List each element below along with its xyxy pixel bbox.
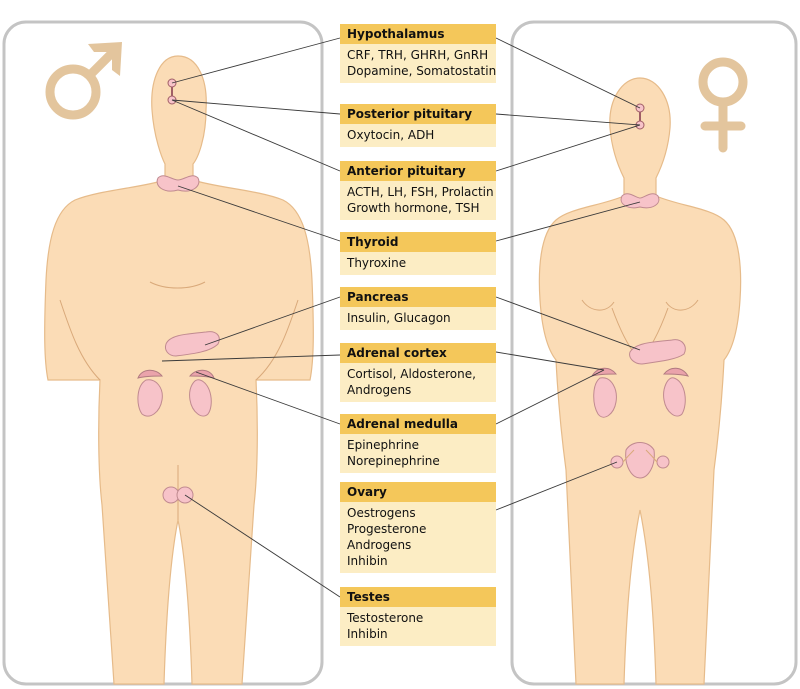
anterior-pituitary-hormones-line: ACTH, LH, FSH, Prolactin [347,185,494,199]
hypothalamus-title: Hypothalamus [340,24,496,44]
pancreas-title: Pancreas [340,287,496,307]
male-leader-lines [161,37,341,598]
pancreas-box: Pancreas Insulin, Glucagon [340,287,496,330]
adrenal-medulla-hormones-line: Norepinephrine [347,454,440,468]
adrenal-cortex-hormones-line: Androgens [347,383,412,397]
male-thyroid [156,175,200,192]
adrenal-cortex-box: Adrenal cortex Cortisol, Aldosterone, An… [340,343,496,402]
anterior-pituitary-hormones-line: Growth hormone, TSH [347,201,480,215]
female-pancreas [629,339,686,365]
female-kidney-left [593,377,617,418]
female-body [538,77,742,685]
ovary-hormones-line: Androgens [347,538,412,552]
female-adrenal-left [590,367,618,377]
ovary-box: Ovary Oestrogens Progesterone Androgens … [340,482,496,573]
male-adrenal-left [137,369,164,379]
adrenal-cortex-hormones-line: Cortisol, Aldosterone, [347,367,476,381]
testes-box: Testes Testosterone Inhibin [340,587,496,646]
female-kidney-right [663,377,686,417]
testes-title: Testes [340,587,496,607]
testes-hormones-line: Testosterone [347,611,424,625]
ovary-hormones-line: Progesterone [347,522,427,536]
hypothalamus-hormones-line: Dopamine, Somatostatin [347,64,497,78]
hypothalamus-box: Hypothalamus CRF, TRH, GHRH, GnRH Dopami… [340,24,496,83]
adrenal-medulla-box: Adrenal medulla Epinephrine Norepinephri… [340,414,496,473]
anterior-pituitary-title: Anterior pituitary [340,161,496,181]
testes-hormones-line: Inhibin [347,627,388,641]
ovary-hormones-line: Oestrogens [347,506,416,520]
anterior-pituitary-box: Anterior pituitary ACTH, LH, FSH, Prolac… [340,161,496,220]
posterior-pituitary-title: Posterior pituitary [340,104,496,124]
hypothalamus-hormones-line: CRF, TRH, GHRH, GnRH [347,48,489,62]
female-symbol-icon [698,57,748,153]
thyroid-title: Thyroid [340,232,496,252]
ovary-title: Ovary [340,482,496,502]
adrenal-cortex-title: Adrenal cortex [340,343,496,363]
female-organs [590,193,690,479]
male-body [44,55,314,685]
male-symbol-icon [45,42,122,120]
male-kidney-left [137,379,163,417]
female-ovary-right [656,455,670,469]
adrenal-medulla-title: Adrenal medulla [340,414,496,434]
posterior-pituitary-hormones-line: Oxytocin, ADH [347,128,435,142]
female-adrenal-right [662,367,690,377]
pancreas-hormones-line: Insulin, Glucagon [347,311,451,325]
ovary-hormones-line: Inhibin [347,554,388,568]
male-pancreas [165,331,220,357]
male-kidney-right [189,379,212,417]
thyroid-box: Thyroid Thyroxine [340,232,496,275]
adrenal-medulla-hormones-line: Epinephrine [347,438,419,452]
posterior-pituitary-box: Posterior pituitary Oxytocin, ADH [340,104,496,147]
thyroid-hormones-line: Thyroxine [347,256,407,270]
male-organs [137,175,220,504]
female-leader-lines [495,37,641,511]
